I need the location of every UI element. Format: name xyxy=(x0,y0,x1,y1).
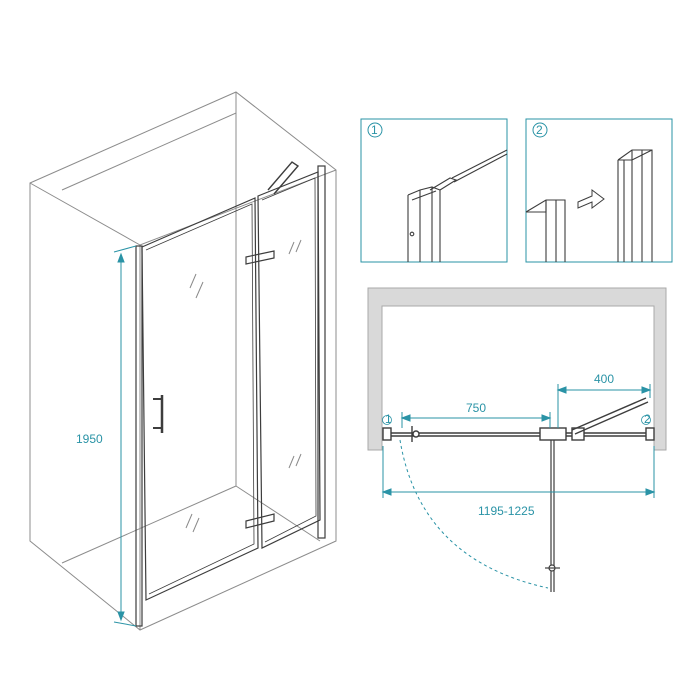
plan-handle-knob xyxy=(412,430,420,438)
door-panel xyxy=(141,197,259,601)
plan-wall-profile-left xyxy=(382,427,392,441)
stabiliser-bar xyxy=(267,161,300,195)
fixed-panel xyxy=(257,171,321,549)
plan-stabiliser-bar xyxy=(571,397,647,431)
detail-1-badge: 1 xyxy=(371,123,378,137)
plan-marker-1: 1 xyxy=(385,412,392,426)
hinge-top xyxy=(245,250,275,265)
detail-2-arrow-icon xyxy=(577,189,605,209)
plan-door-swing-arc xyxy=(399,439,549,589)
wall-profile-right xyxy=(317,165,326,539)
plan-view: 750 400 1195-1225 1 2 xyxy=(367,287,667,592)
plan-dim-400 xyxy=(556,384,652,428)
plan-door-width-label: 750 xyxy=(466,401,486,415)
enclosure-inner-back xyxy=(61,112,237,564)
enclosure-outline xyxy=(29,91,337,631)
height-dimension-label: 1950 xyxy=(76,432,103,446)
shower-door-elevation xyxy=(135,161,326,627)
detail-2-frame xyxy=(525,118,673,263)
plan-dim-total xyxy=(381,446,656,498)
door-panel-inner xyxy=(145,203,255,595)
plan-hinge xyxy=(539,427,567,441)
plan-fixed-width-label: 400 xyxy=(594,372,614,386)
plan-total-width-label: 1195-1225 xyxy=(478,504,535,518)
wall-profile-left xyxy=(135,245,143,627)
glass-reflection-marks xyxy=(185,239,302,533)
plan-dim-750 xyxy=(400,412,552,428)
plan-wall xyxy=(367,287,667,451)
detail-1-badge-circle xyxy=(367,122,383,138)
plan-marker-2-circle xyxy=(641,415,651,425)
fixed-panel-inner xyxy=(261,177,317,543)
detail-2-badge: 2 xyxy=(536,123,543,137)
detail-1-frame xyxy=(360,118,508,263)
plan-glass xyxy=(382,397,655,442)
elevation-view xyxy=(29,91,337,631)
enclosure-inner-floor xyxy=(235,485,321,542)
plan-wall-profile-right xyxy=(645,427,655,441)
plan-marker-1-circle xyxy=(382,415,392,425)
detail-2-box: 2 xyxy=(525,118,673,263)
detail-1-profile xyxy=(407,149,508,262)
height-dimension xyxy=(113,245,137,627)
detail-2-badge-circle xyxy=(532,122,548,138)
hinge-bottom xyxy=(245,513,275,529)
plan-marker-2: 2 xyxy=(644,412,651,426)
detail-1-box: 1 xyxy=(360,118,508,263)
detail-2-profiles xyxy=(525,149,653,262)
plan-open-door xyxy=(545,440,560,592)
